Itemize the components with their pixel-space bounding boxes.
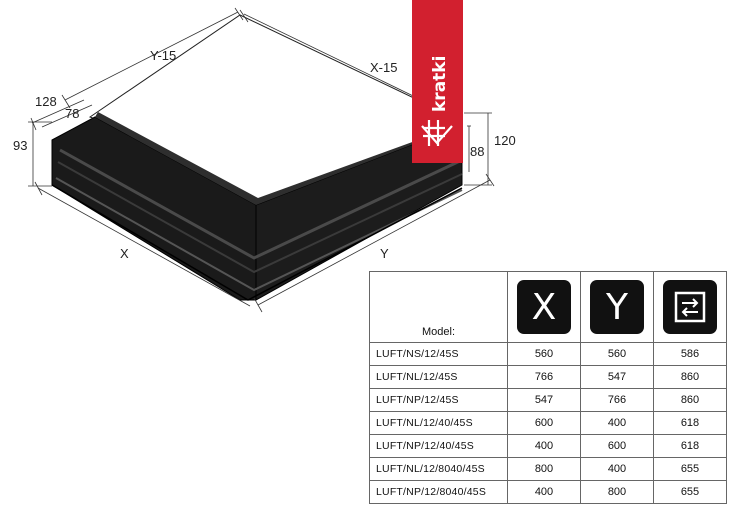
label-height-left: 93 bbox=[13, 138, 27, 153]
vent-body bbox=[51, 14, 463, 301]
y-cell: 560 bbox=[580, 342, 654, 366]
model-cell: LUFT/NL/12/40/45S bbox=[369, 411, 508, 435]
x-cell: 800 bbox=[507, 457, 581, 481]
length-cell: 655 bbox=[653, 480, 727, 504]
table-header-row: Model: X Y bbox=[369, 271, 727, 343]
col-length-header bbox=[653, 271, 727, 343]
swap-arrows-icon bbox=[663, 280, 717, 334]
model-cell: LUFT/NP/12/40/45S bbox=[369, 434, 508, 458]
x-cell: 560 bbox=[507, 342, 581, 366]
length-cell: 586 bbox=[653, 342, 727, 366]
brand-name: kratki bbox=[430, 56, 450, 112]
model-cell: LUFT/NL/12/8040/45S bbox=[369, 457, 508, 481]
y-dimension-icon: Y bbox=[590, 280, 644, 334]
label-depth-inner: 78 bbox=[65, 106, 79, 121]
x-cell: 400 bbox=[507, 434, 581, 458]
model-cell: LUFT/NP/12/8040/45S bbox=[369, 480, 508, 504]
model-header: Model: bbox=[369, 271, 508, 343]
col-y-header: Y bbox=[580, 271, 654, 343]
label-height-inner: 88 bbox=[470, 144, 484, 159]
model-cell: LUFT/NL/12/45S bbox=[369, 365, 508, 389]
y-cell: 600 bbox=[580, 434, 654, 458]
y-cell: 766 bbox=[580, 388, 654, 412]
model-cell: LUFT/NS/12/45S bbox=[369, 342, 508, 366]
length-cell: 618 bbox=[653, 434, 727, 458]
y-cell: 400 bbox=[580, 411, 654, 435]
model-cell: LUFT/NP/12/45S bbox=[369, 388, 508, 412]
kratki-logo-icon bbox=[421, 120, 453, 146]
label-y-minus: Y-15 bbox=[150, 48, 176, 63]
x-cell: 600 bbox=[507, 411, 581, 435]
y-cell: 800 bbox=[580, 480, 654, 504]
col-x-header: X bbox=[507, 271, 581, 343]
y-cell: 400 bbox=[580, 457, 654, 481]
dimension-lines bbox=[28, 7, 495, 313]
length-cell: 860 bbox=[653, 388, 727, 412]
label-x: X bbox=[120, 246, 129, 261]
x-cell: 547 bbox=[507, 388, 581, 412]
x-cell: 400 bbox=[507, 480, 581, 504]
label-y: Y bbox=[380, 246, 389, 261]
length-cell: 860 bbox=[653, 365, 727, 389]
x-cell: 766 bbox=[507, 365, 581, 389]
label-x-minus: X-15 bbox=[370, 60, 397, 75]
label-height-outer: 120 bbox=[494, 133, 516, 148]
x-dimension-icon: X bbox=[517, 280, 571, 334]
y-cell: 547 bbox=[580, 365, 654, 389]
brand-banner: kratki bbox=[412, 0, 463, 163]
label-depth-outer: 128 bbox=[35, 94, 57, 109]
length-cell: 655 bbox=[653, 457, 727, 481]
length-cell: 618 bbox=[653, 411, 727, 435]
